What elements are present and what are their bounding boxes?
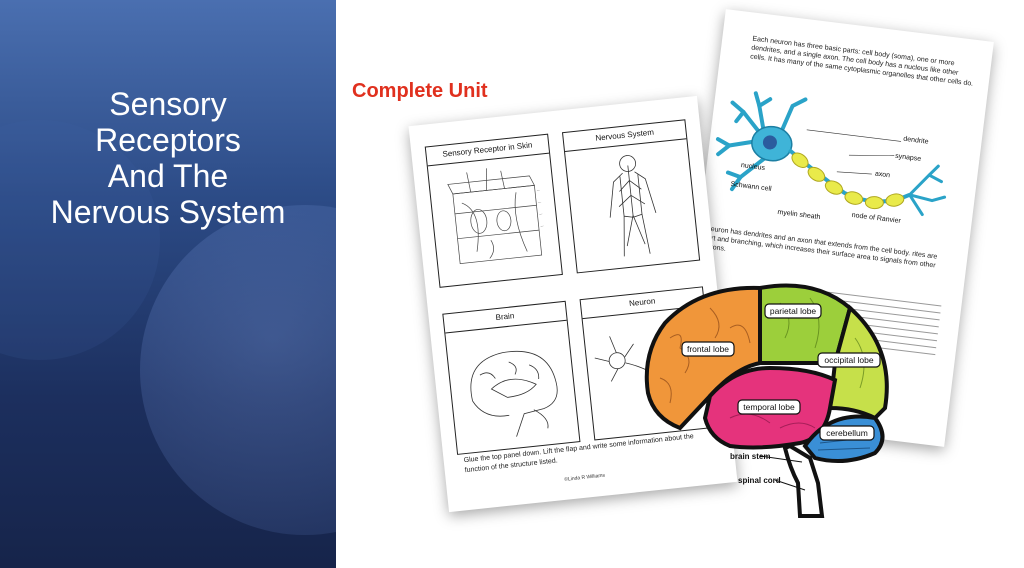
foldable-worksheet-page: Sensory Receptor in Skin ———— Nervous Sy… [408,95,738,513]
title-panel: Sensory Receptors And The Nervous System [0,0,336,568]
label-cerebellum: cerebellum [826,428,868,438]
brain-svg: parietal lobe frontal lobe occipital lob… [644,283,889,518]
brain-sketch [470,351,558,437]
label-frontal-lobe: frontal lobe [687,344,729,354]
title-line: And The [107,158,229,194]
panel-skin-receptor: Sensory Receptor in Skin ———— [424,133,563,288]
decorative-circle [140,205,336,535]
title-line: Receptors [95,122,241,158]
human-body-diagram [609,155,657,257]
label-occipital-lobe: occipital lobe [824,355,873,365]
svg-text:—: — [540,224,543,228]
panel-brain: Brain [442,300,581,455]
neuron-page: Each neuron has three basic parts: cell … [676,9,994,447]
title-line: Sensory [109,86,227,122]
label-parietal-lobe: parietal lobe [770,306,817,316]
label-pills: parietal lobe frontal lobe occipital lob… [681,303,881,441]
label-spinal-cord: spinal cord [738,476,781,485]
slide-title: Sensory Receptors And The Nervous System [0,86,336,230]
brain-stem [782,443,825,518]
label-brain-stem: brain stem [730,452,770,461]
panel-nervous-system: Nervous System [561,119,701,274]
neuron-diagram [715,91,947,217]
neuron-intro-text: Each neuron has three basic parts: cell … [749,35,974,88]
skin-diagram: — — — — [447,168,544,264]
label-temporal-lobe: temporal lobe [743,402,795,412]
svg-text:—: — [538,200,541,204]
svg-text:—: — [537,188,540,192]
svg-text:—: — [539,212,542,216]
title-line: Nervous System [50,194,286,230]
complete-unit-heading: Complete Unit [352,80,488,102]
brain-illustration: parietal lobe frontal lobe occipital lob… [640,268,910,518]
copyright-credit: ©Linda R Williams [564,472,606,483]
